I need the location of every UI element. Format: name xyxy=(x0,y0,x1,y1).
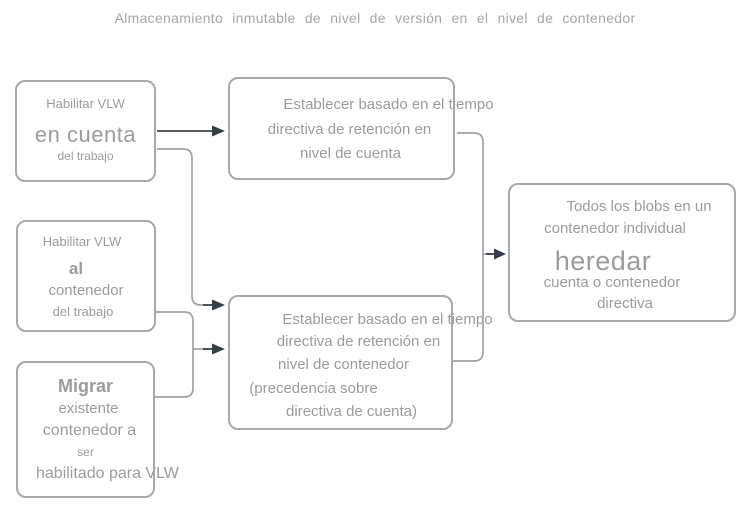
arrowhead-container-policy-lower-icon xyxy=(212,343,225,355)
node-text-line: Habilitar VLW xyxy=(46,96,125,111)
node-text-line: contenedor a xyxy=(42,422,137,439)
node-container-retention-policy: Establecer basado en el tiempo directiva… xyxy=(228,295,493,430)
node-text-line: del trabajo xyxy=(57,149,114,163)
arrowhead-container-policy-upper-icon xyxy=(212,299,225,311)
node-text-line: directiva de retención en xyxy=(276,333,441,350)
node-text-line: Habilitar VLW xyxy=(42,234,122,249)
node-text-line: Migrar xyxy=(57,376,113,396)
node-text-line: directiva de retención en xyxy=(267,121,432,138)
arrowhead-inherit-icon xyxy=(494,248,506,260)
node-text-line: heredar xyxy=(554,246,652,276)
node-text-line: Todos los blobs en un xyxy=(566,198,712,215)
connector-policies-merge xyxy=(453,132,484,362)
node-blobs-inherit-policy: Todos los blobs en un contenedor individ… xyxy=(508,183,736,322)
node-text-line: nivel de contenedor xyxy=(278,356,409,373)
node-text-line: habilitado para VLW xyxy=(36,465,179,482)
node-text-line: en cuenta xyxy=(34,122,137,147)
node-text-line: nivel de cuenta xyxy=(300,145,401,162)
node-text-line: Establecer basado en el tiempo xyxy=(283,96,494,113)
node-text-line: contenedor individual xyxy=(544,220,686,237)
node-enable-vlw-container: Habilitar VLW al contenedor del trabajo xyxy=(16,220,156,332)
diagram-title: Almacenamiento inmutable de nivel de ver… xyxy=(114,10,636,26)
node-text-line: ser xyxy=(77,445,94,459)
node-text-line: al xyxy=(68,259,84,278)
node-text-line: directiva xyxy=(597,295,653,312)
node-enable-vlw-account: Habilitar VLW en cuenta del trabajo xyxy=(15,80,156,182)
node-account-retention-policy: Establecer basado en el tiempo directiva… xyxy=(228,77,494,180)
node-migrate-container: Migrar existente contenedor a ser habili… xyxy=(16,361,179,498)
node-text-line: contenedor xyxy=(48,282,124,299)
node-text-line: directiva de cuenta) xyxy=(286,403,417,420)
arrowhead-account-policy-icon xyxy=(212,125,225,137)
node-text-line: Establecer basado en el tiempo xyxy=(282,311,493,328)
node-text-line: del trabajo xyxy=(52,304,114,319)
connector-container-and-migrate-merge xyxy=(155,311,194,398)
node-text-line: existente xyxy=(58,400,119,417)
node-text-line: (precedencia sobre xyxy=(249,380,378,397)
connector-account-to-container-policy xyxy=(157,148,208,306)
node-text-line: cuenta o contenedor xyxy=(543,274,681,291)
